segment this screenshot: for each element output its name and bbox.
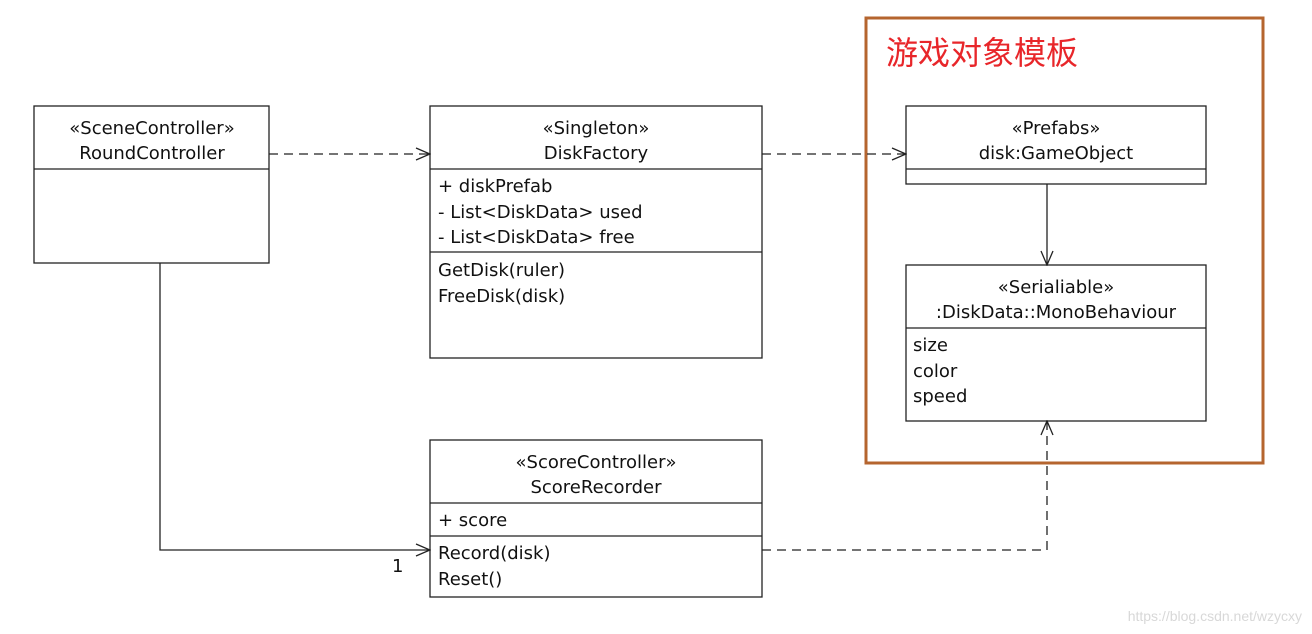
method: Record(disk): [438, 543, 550, 564]
association-round-to-score: [159, 263, 430, 550]
attribute: + diskPrefab: [438, 176, 552, 197]
class-name: :DiskData::MonoBehaviour: [936, 302, 1177, 323]
method: GetDisk(ruler): [438, 260, 565, 281]
class-prefab: «Prefabs» disk:GameObject: [905, 105, 1207, 185]
stereotype: «Serialiable»: [998, 277, 1115, 298]
class-name: ScoreRecorder: [530, 477, 662, 498]
attribute: speed: [913, 386, 967, 407]
class-name: RoundController: [79, 143, 225, 164]
watermark: https://blog.csdn.net/wzycxy: [1128, 608, 1302, 624]
class-disk-data: «Serialiable» :DiskData::MonoBehaviour s…: [905, 264, 1207, 422]
stereotype: «ScoreController»: [516, 452, 677, 473]
stereotype: «Singleton»: [543, 118, 650, 139]
multiplicity-label: 1: [392, 556, 403, 577]
class-name: DiskFactory: [544, 143, 649, 164]
class-name: disk:GameObject: [979, 143, 1134, 164]
attribute: - List<DiskData> free: [438, 227, 635, 248]
frame-title: 游戏对象模板: [886, 34, 1078, 72]
stereotype: «Prefabs»: [1012, 118, 1101, 139]
dependency-score-to-diskdata: [762, 421, 1047, 551]
attribute: color: [913, 361, 958, 382]
class-round-controller: «SceneController» RoundController: [33, 105, 270, 264]
class-score-recorder: «ScoreController» ScoreRecorder + score …: [429, 439, 763, 598]
game-object-template-frame: [864, 16, 1265, 465]
attribute: - List<DiskData> used: [438, 202, 643, 223]
attribute: size: [913, 335, 948, 356]
stereotype: «SceneController»: [69, 118, 234, 139]
class-disk-factory: «Singleton» DiskFactory + diskPrefab - L…: [429, 105, 763, 359]
method: FreeDisk(disk): [438, 286, 565, 307]
attribute: + score: [438, 510, 507, 531]
method: Reset(): [438, 569, 502, 590]
